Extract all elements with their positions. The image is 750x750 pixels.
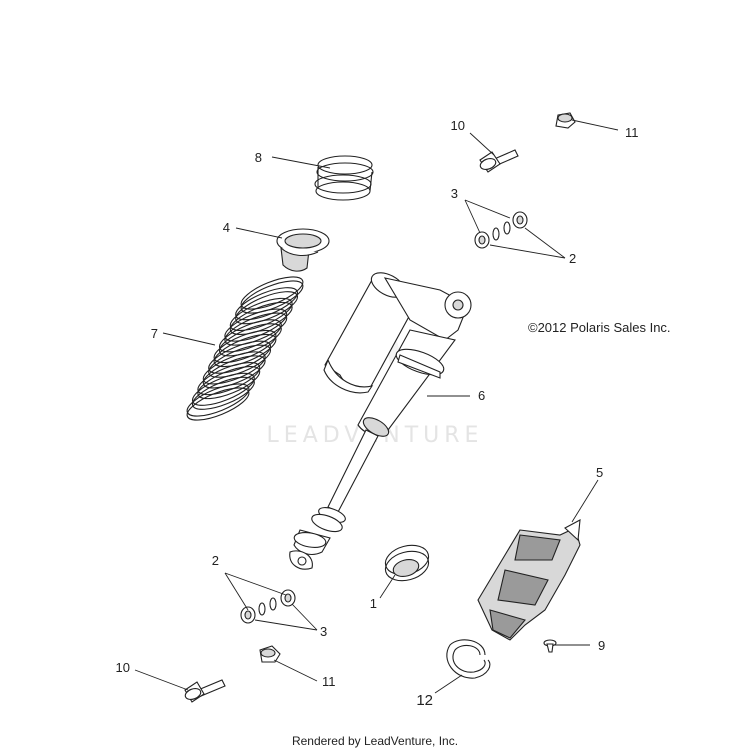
copyright-notice: ©2012 Polaris Sales Inc.	[528, 320, 671, 335]
footer-credit: Rendered by LeadVenture, Inc.	[292, 734, 458, 748]
callout-4: 4	[223, 220, 230, 235]
part-4-spring-seat[interactable]	[276, 228, 330, 272]
callout-11-bottom: 11	[322, 674, 336, 689]
callout-12: 12	[416, 692, 433, 709]
callout-3-top: 3	[451, 186, 458, 201]
callout-10-bottom: 10	[116, 660, 130, 675]
callout-11-top: 11	[625, 125, 639, 140]
callout-10-top: 10	[451, 118, 465, 133]
callout-7: 7	[151, 326, 158, 341]
part-11-nut-bottom[interactable]	[259, 645, 281, 663]
part-6-shock-absorber[interactable]	[289, 268, 472, 570]
callout-1: 1	[370, 596, 377, 611]
callout-5: 5	[596, 465, 603, 480]
callout-2-top: 2	[569, 251, 576, 266]
part-8-spring-retainer[interactable]	[314, 155, 374, 201]
part-12-retaining-ring[interactable]	[446, 639, 491, 679]
part-5-shock-guard[interactable]	[477, 519, 581, 641]
part-7-coil-spring[interactable]	[183, 270, 306, 426]
callout-2-bottom: 2	[212, 553, 219, 568]
part-10-bolt-bottom[interactable]	[184, 679, 226, 703]
callout-8: 8	[255, 150, 262, 165]
parts-2-3-bushings-bottom[interactable]	[240, 589, 296, 624]
part-1-clip[interactable]	[382, 541, 432, 585]
callout-9: 9	[598, 638, 605, 653]
parts-2-3-bushings-top[interactable]	[474, 211, 528, 249]
callout-6: 6	[478, 388, 485, 403]
part-10-bolt-top[interactable]	[479, 149, 519, 173]
callout-labels: 8 4 7 6 5 1 9 12 10 11 3 2 2 3 10 11	[116, 118, 639, 709]
spring-coil-edge	[186, 387, 250, 421]
callout-3-bottom: 3	[320, 624, 327, 639]
part-11-nut-top[interactable]	[555, 112, 576, 129]
part-9-screw[interactable]	[543, 639, 557, 653]
leader-lines	[134, 119, 619, 694]
